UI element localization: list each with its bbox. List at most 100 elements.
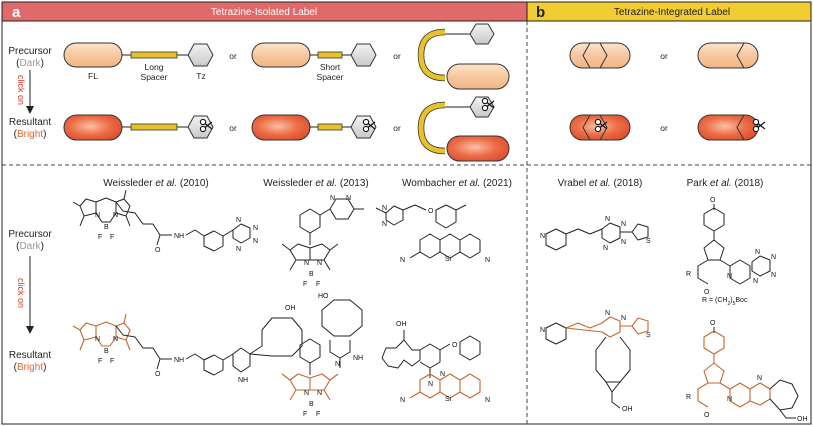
row-labels-bottom: Precursor (Dark) click on Resultant (Bri… <box>8 229 52 373</box>
precursor-label-top: Precursor <box>8 46 52 57</box>
atom-OH: OH <box>396 321 407 328</box>
panel-a-header: a Tetrazine-Isolated Label <box>1 1 528 22</box>
atom-O: O <box>155 247 161 254</box>
atom-R: R <box>686 394 691 401</box>
panel-a-title: Tetrazine-Isolated Label <box>211 7 317 18</box>
fl-bright-bent <box>446 135 510 162</box>
tz-hexagon-cleaved-short <box>350 115 377 139</box>
dark-word-top: Dark <box>19 58 41 69</box>
or-label-a1: or <box>229 51 237 61</box>
structure-vrabel-2018-resultant: N N N S OH <box>540 310 651 413</box>
structure-weissleder-2010-resultant: N N B F F O NH OH NH <box>72 305 303 384</box>
atom-O: O <box>710 197 716 204</box>
structure-weissleder-2013-resultant: HO NH N N N B F F <box>281 293 363 418</box>
fl-dark-short <box>251 42 311 68</box>
atom-N: N <box>771 272 776 279</box>
tz-hexagon-short <box>350 43 377 67</box>
atom-F: F <box>303 411 307 418</box>
panel-b-letter: b <box>536 4 545 21</box>
citation-weissleder-2010: Weissleder et al. (2010) <box>103 178 208 189</box>
atom-N: N <box>753 278 758 285</box>
atom-Si: Si <box>445 396 452 403</box>
or-label-a4: or <box>393 123 401 133</box>
atom-N: N <box>346 195 351 202</box>
atom-N: N <box>621 315 626 322</box>
structure-wombacher-2021-precursor: N N O Si N N <box>375 204 490 264</box>
structure-vrabel-2018-precursor: N N N N N S <box>540 216 651 252</box>
short-spacer-bright <box>317 123 343 131</box>
long-spacer-bright <box>130 123 178 131</box>
precursor-label-bottom: Precursor <box>8 229 52 240</box>
panel-b-header: b Tetrazine-Integrated Label <box>526 1 812 22</box>
atom-Si: Si <box>445 256 452 263</box>
structure-wombacher-2021-resultant: OH N N O Si N N <box>381 321 490 404</box>
atom-N: N <box>428 381 433 388</box>
spacer-label-long: Spacer <box>141 72 168 82</box>
tz-hexagon-bent <box>469 23 495 45</box>
atom-N: N <box>605 310 610 317</box>
or-label-a2: or <box>393 51 401 61</box>
panel-b-title: Tetrazine-Integrated Label <box>614 7 730 18</box>
atom-HO: HO <box>318 293 329 300</box>
r-group-note: R = (CH2)5Boc <box>702 297 748 307</box>
row-labels-top: Precursor (Dark) click on Resultant (Bri… <box>8 46 52 140</box>
atom-B: B <box>104 224 109 231</box>
resultant-label-bottom: Resultant <box>9 350 51 361</box>
atom-N: N <box>253 238 258 245</box>
resultant-label-top: Resultant <box>9 117 51 128</box>
atom-N: N <box>400 257 405 264</box>
atom-OH: OH <box>797 416 808 423</box>
atom-N: N <box>540 233 545 240</box>
click-on-label-bottom: click on <box>16 278 26 308</box>
or-label-a3: or <box>229 123 237 133</box>
integrated-fl-dark-1 <box>569 42 631 69</box>
fl-label: FL <box>88 71 98 81</box>
citation-vrabel-2018: Vrabel et al. (2018) <box>558 178 643 189</box>
atom-N: N <box>95 336 100 343</box>
atom-F: F <box>316 281 320 288</box>
fl-dark-bent <box>446 63 510 90</box>
atom-N: N <box>771 254 776 261</box>
atom-N: N <box>304 260 309 267</box>
integrated-tz-outline-1 <box>582 42 608 69</box>
structure-park-2018-precursor: O R O N N N N N R = (CH2)5Boc <box>686 197 776 307</box>
atom-B: B <box>104 348 109 355</box>
atom-N: N <box>382 221 387 228</box>
atom-F: F <box>98 358 102 365</box>
bent-spacer-bright <box>418 102 446 154</box>
atom-N: N <box>755 249 760 256</box>
or-label-b2: or <box>660 123 668 133</box>
atom-N: N <box>605 216 610 223</box>
fl-dark-long <box>63 42 123 68</box>
atom-N: N <box>440 371 445 378</box>
atom-N: N <box>727 396 732 403</box>
atom-F: F <box>110 234 114 241</box>
atom-NH: NH <box>174 357 184 364</box>
integrated-tz-outline-4 <box>736 114 745 141</box>
atom-N: N <box>113 336 118 343</box>
atom-O: O <box>428 208 434 215</box>
atom-B: B <box>309 271 314 278</box>
fl-bright-short <box>251 114 311 141</box>
short-spacer <box>317 51 343 59</box>
atom-NH: NH <box>238 377 248 384</box>
integrated-fl-bright-2 <box>697 114 759 141</box>
citation-weissleder-2013: Weissleder et al. (2013) <box>263 178 368 189</box>
structure-park-2018-resultant: O R O N N OH <box>686 320 808 423</box>
atom-B: B <box>309 401 314 408</box>
atom-N: N <box>317 390 322 397</box>
atom-F: F <box>98 234 102 241</box>
atom-N: N <box>400 397 405 404</box>
tz-hexagon-long <box>187 43 214 67</box>
integrated-fl-dark-2 <box>697 42 759 69</box>
spacer-label-short: Spacer <box>317 72 344 82</box>
atom-N: N <box>485 257 490 264</box>
atom-O: O <box>155 371 161 378</box>
panel-a-letter: a <box>12 4 21 21</box>
dark-word-bottom: Dark <box>19 241 41 252</box>
atom-N: N <box>317 260 322 267</box>
atom-N: N <box>621 239 626 246</box>
atom-N: N <box>757 375 762 382</box>
panel-a-schematics: FL Long Spacer Tz or Short Spacer or or <box>63 23 510 162</box>
